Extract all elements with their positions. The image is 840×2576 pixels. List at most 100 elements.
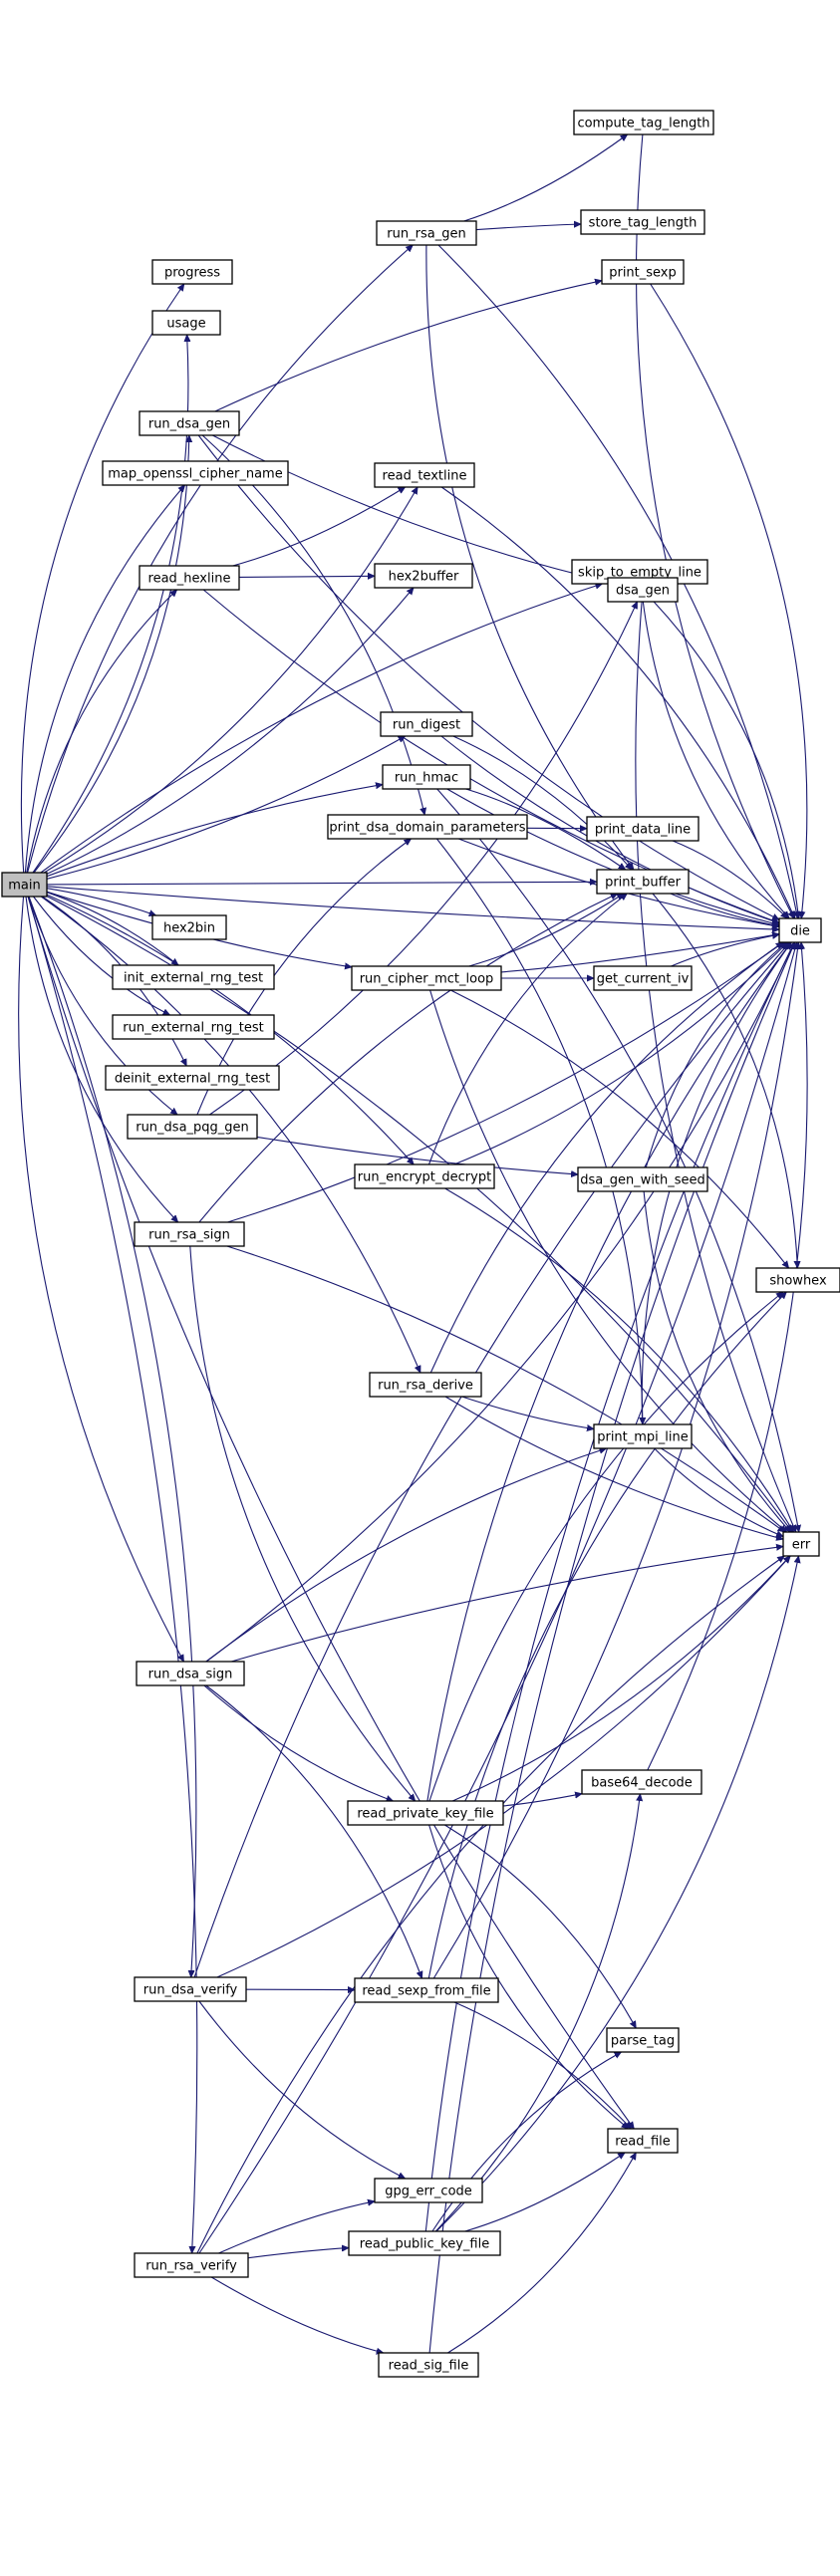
node-run-rsa-gen[interactable]: run_rsa_gen bbox=[376, 220, 477, 246]
node-label-die: die bbox=[790, 924, 810, 939]
node-read-hexline[interactable]: read_hexline bbox=[139, 565, 240, 591]
edge-print-mpi-line-to-err bbox=[654, 1447, 783, 1537]
node-print-mpi-line[interactable]: print_mpi_line bbox=[593, 1423, 693, 1449]
node-box-init-external-rng-test bbox=[112, 964, 275, 990]
node-box-run-hmac bbox=[382, 764, 471, 790]
node-gpg-err-code[interactable]: gpg_err_code bbox=[374, 2178, 483, 2203]
node-print-data-line[interactable]: print_data_line bbox=[586, 816, 700, 842]
node-run-cipher-mct-loop[interactable]: run_cipher_mct_loop bbox=[351, 965, 502, 991]
node-showhex[interactable]: showhex bbox=[755, 1267, 840, 1293]
node-box-run-external-rng-test bbox=[112, 1014, 275, 1040]
edge-read-sexp-from-file-to-showhex bbox=[427, 1292, 786, 1979]
node-run-hmac[interactable]: run_hmac bbox=[382, 764, 471, 790]
node-init-external-rng-test[interactable]: init_external_rng_test bbox=[112, 964, 275, 990]
node-box-store-tag-length bbox=[580, 209, 705, 235]
node-label-read-sexp-from-file: read_sexp_from_file bbox=[362, 1984, 490, 1999]
edge-run-dsa-sign-to-die bbox=[205, 942, 795, 1663]
edge-run-rsa-gen-to-die bbox=[437, 244, 798, 918]
node-run-rsa-derive[interactable]: run_rsa_derive bbox=[369, 1372, 482, 1398]
edge-run-rsa-verify-to-read-sig-file bbox=[210, 2276, 384, 2353]
node-err[interactable]: err bbox=[782, 1531, 820, 1557]
node-label-read-private-key-file: read_private_key_file bbox=[357, 1807, 493, 1822]
edge-print-buffer-to-showhex bbox=[652, 893, 797, 1268]
node-hex2bin[interactable]: hex2bin bbox=[151, 914, 227, 940]
node-read-private-key-file[interactable]: read_private_key_file bbox=[347, 1800, 504, 1826]
node-box-print-buffer bbox=[596, 869, 690, 895]
node-label-skip-to-empty-line: skip_to_empty_line bbox=[578, 566, 701, 581]
node-run-rsa-sign[interactable]: run_rsa_sign bbox=[134, 1221, 245, 1247]
edge-main-to-run-rsa-derive bbox=[40, 896, 420, 1373]
node-run-external-rng-test[interactable]: run_external_rng_test bbox=[112, 1014, 275, 1040]
node-map-openssl-cipher-name[interactable]: map_openssl_cipher_name bbox=[102, 460, 289, 486]
node-dsa-gen-with-seed[interactable]: dsa_gen_with_seed bbox=[577, 1166, 708, 1192]
node-label-read-file: read_file bbox=[615, 2135, 671, 2150]
node-run-dsa-sign[interactable]: run_dsa_sign bbox=[136, 1661, 245, 1686]
node-box-showhex bbox=[755, 1267, 840, 1293]
node-label-usage: usage bbox=[166, 317, 205, 332]
node-box-base64-decode bbox=[581, 1769, 702, 1795]
node-box-main bbox=[1, 872, 48, 898]
edge-get-current-iv-to-die bbox=[671, 934, 779, 967]
node-label-hex2bin: hex2bin bbox=[163, 921, 215, 936]
node-read-file[interactable]: read_file bbox=[607, 2128, 679, 2154]
node-read-textline[interactable]: read_textline bbox=[374, 462, 475, 488]
node-label-run-digest: run_digest bbox=[393, 718, 460, 733]
node-label-run-hmac: run_hmac bbox=[395, 771, 458, 786]
edge-run-dsa-sign-to-read-private-key-file bbox=[203, 1684, 394, 1801]
edge-run-dsa-sign-to-err bbox=[231, 1546, 783, 1663]
edge-run-dsa-verify-to-gpg-err-code bbox=[198, 2000, 406, 2180]
node-die[interactable]: die bbox=[778, 917, 822, 943]
node-run-dsa-pqg-gen[interactable]: run_dsa_pqg_gen bbox=[127, 1114, 258, 1140]
node-usage[interactable]: usage bbox=[151, 310, 221, 336]
edge-read-public-key-file-to-parse-tag bbox=[431, 2051, 622, 2232]
node-main[interactable]: main bbox=[1, 872, 48, 898]
node-run-dsa-gen[interactable]: run_dsa_gen bbox=[139, 410, 240, 436]
node-label-run-rsa-derive: run_rsa_derive bbox=[378, 1379, 473, 1394]
node-run-dsa-verify[interactable]: run_dsa_verify bbox=[134, 1976, 247, 2002]
node-skip-to-empty-line[interactable]: skip_to_empty_line bbox=[571, 559, 708, 585]
edge-run-rsa-gen-to-print-buffer bbox=[425, 244, 634, 870]
node-store-tag-length[interactable]: store_tag_length bbox=[580, 209, 705, 235]
node-label-run-encrypt-decrypt: run_encrypt_decrypt bbox=[358, 1170, 491, 1185]
node-progress[interactable]: progress bbox=[151, 259, 233, 285]
node-run-digest[interactable]: run_digest bbox=[380, 711, 473, 737]
node-compute-tag-length[interactable]: compute_tag_length bbox=[573, 110, 714, 135]
edge-run-rsa-sign-to-read-private-key-file bbox=[189, 1245, 416, 1801]
node-run-rsa-verify[interactable]: run_rsa_verify bbox=[134, 2252, 249, 2278]
edge-read-sexp-from-file-to-die bbox=[432, 942, 798, 1979]
node-dsa-gen[interactable]: dsa_gen bbox=[607, 577, 679, 603]
node-label-run-cipher-mct-loop: run_cipher_mct_loop bbox=[360, 972, 494, 987]
node-label-store-tag-length: store_tag_length bbox=[589, 216, 698, 231]
edge-main-to-run-dsa-verify bbox=[28, 896, 197, 1977]
node-read-sexp-from-file[interactable]: read_sexp_from_file bbox=[354, 1977, 499, 2003]
edge-run-rsa-verify-to-read-public-key-file bbox=[247, 2248, 349, 2259]
node-base64-decode[interactable]: base64_decode bbox=[581, 1769, 702, 1795]
node-box-read-sexp-from-file bbox=[354, 1977, 499, 2003]
node-deinit-external-rng-test[interactable]: deinit_external_rng_test bbox=[105, 1065, 280, 1091]
edge-print-dsa-domain-parameters-to-print-mpi-line bbox=[435, 838, 643, 1424]
node-hex2buffer[interactable]: hex2buffer bbox=[374, 563, 473, 589]
edge-read-private-key-file-to-parse-tag bbox=[444, 1824, 637, 2028]
node-read-public-key-file[interactable]: read_public_key_file bbox=[348, 2230, 501, 2256]
edge-run-rsa-verify-to-err bbox=[196, 1556, 784, 2254]
edge-dsa-gen-to-err bbox=[635, 601, 797, 1532]
node-print-dsa-domain-parameters[interactable]: print_dsa_domain_parameters bbox=[327, 814, 528, 840]
node-box-read-hexline bbox=[139, 565, 240, 591]
node-print-sexp[interactable]: print_sexp bbox=[601, 259, 685, 285]
edge-run-rsa-derive-to-die bbox=[429, 942, 783, 1374]
edge-run-dsa-verify-to-die bbox=[193, 942, 790, 1978]
node-parse-tag[interactable]: parse_tag bbox=[606, 2027, 680, 2053]
edge-run-rsa-verify-to-gpg-err-code bbox=[218, 2201, 375, 2254]
edge-run-encrypt-decrypt-to-err bbox=[444, 1187, 794, 1532]
edge-read-sig-file-to-read-file bbox=[447, 2153, 637, 2354]
edge-run-rsa-sign-to-print-buffer bbox=[198, 893, 618, 1223]
node-box-err bbox=[782, 1531, 820, 1557]
node-get-current-iv[interactable]: get_current_iv bbox=[593, 965, 693, 991]
node-print-buffer[interactable]: print_buffer bbox=[596, 869, 690, 895]
node-run-encrypt-decrypt[interactable]: run_encrypt_decrypt bbox=[354, 1163, 495, 1189]
edge-main-to-die bbox=[46, 886, 779, 929]
edge-run-dsa-pqg-gen-to-dsa-gen-with-seed bbox=[256, 1136, 578, 1174]
node-label-print-dsa-domain-parameters: print_dsa_domain_parameters bbox=[329, 821, 525, 836]
node-label-run-rsa-gen: run_rsa_gen bbox=[387, 227, 465, 242]
node-read-sig-file[interactable]: read_sig_file bbox=[378, 2352, 479, 2378]
